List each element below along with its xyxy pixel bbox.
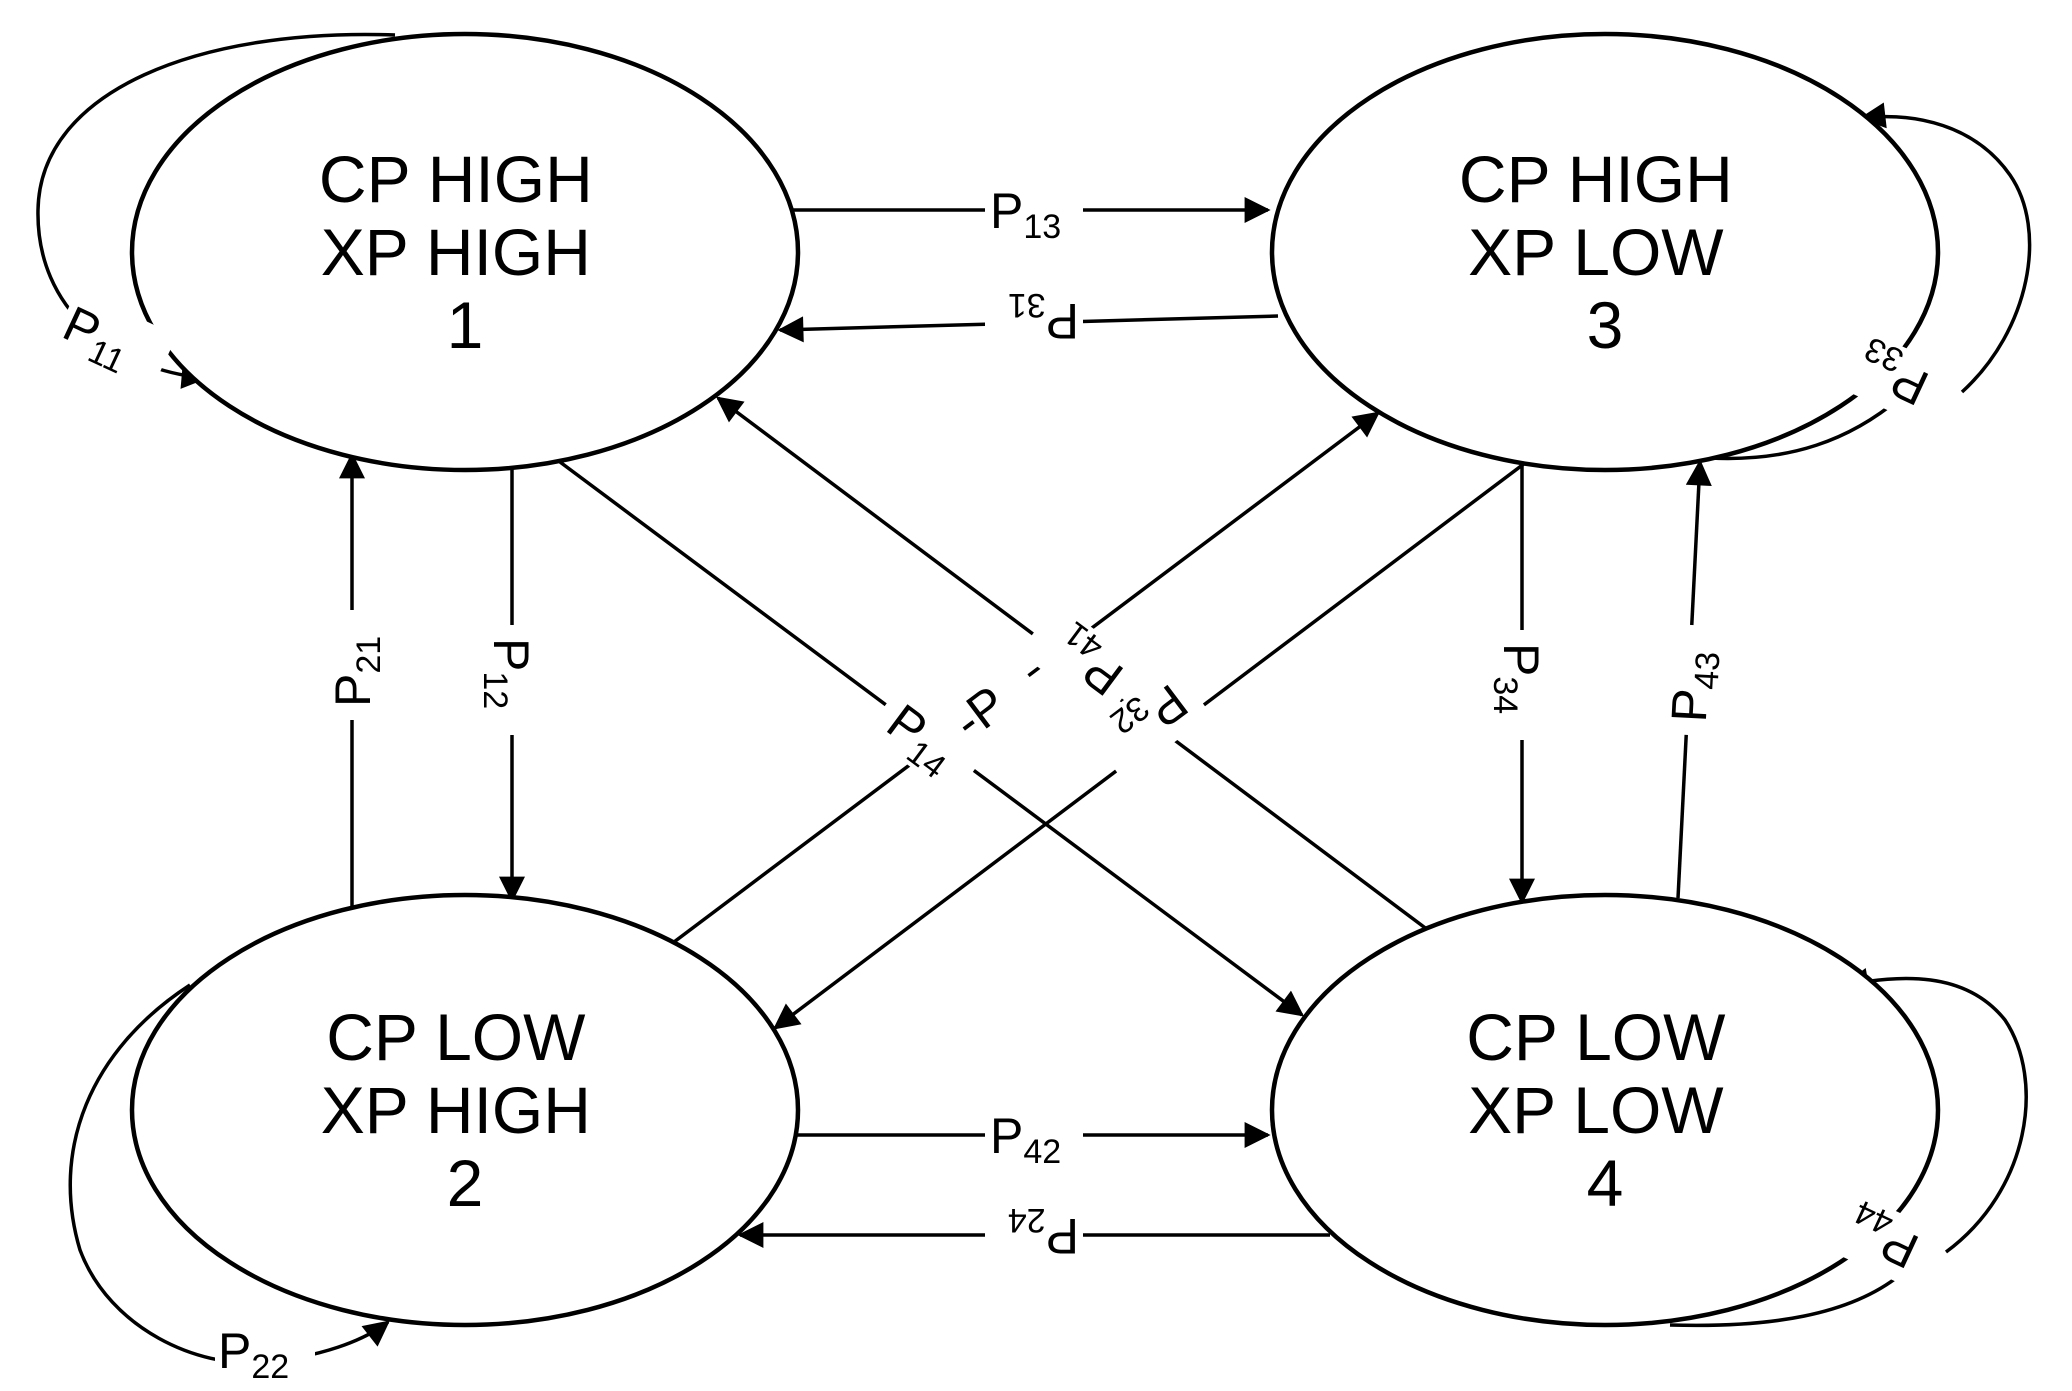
label-p34-main: P xyxy=(1493,643,1549,676)
state-4-line-2: XP LOW xyxy=(1468,1073,1724,1147)
label-p13-sub: 13 xyxy=(1023,208,1061,246)
state-2-line-2: XP HIGH xyxy=(321,1073,591,1147)
label-p34-sub: 34 xyxy=(1486,676,1524,714)
svg-text:P21: P21 xyxy=(325,636,388,707)
svg-text:CP HIGH XP LOW 3: CP HIGH XP LOW 3 xyxy=(1459,142,1751,362)
label-p12-main: P xyxy=(483,638,539,671)
label-p43-main: P xyxy=(1661,687,1719,723)
label-p31: P31 xyxy=(985,286,1083,350)
state-3: CP HIGH XP LOW 3 xyxy=(1269,31,1941,473)
svg-text:P42: P42 xyxy=(990,1108,1061,1171)
svg-text:P31: P31 xyxy=(1008,286,1079,349)
svg-text:P24: P24 xyxy=(1008,1201,1079,1264)
label-p13: P13 xyxy=(985,182,1083,246)
state-1-line-3: 1 xyxy=(447,288,484,362)
state-1-line-2: XP HIGH xyxy=(321,215,591,289)
label-p24: P24 xyxy=(985,1201,1083,1265)
label-p12-sub: 12 xyxy=(476,671,514,709)
svg-text:P13: P13 xyxy=(990,183,1061,246)
label-p42-main: P xyxy=(990,1108,1023,1164)
label-p13-main: P xyxy=(990,183,1023,239)
label-p31-sub: 31 xyxy=(1008,286,1046,324)
label-p32: P32 xyxy=(1084,663,1212,781)
label-p31-main: P xyxy=(1046,293,1079,349)
label-p22-main: P xyxy=(218,1323,251,1379)
state-1: CP HIGH XP HIGH 1 xyxy=(129,31,801,473)
state-3-line-2: XP LOW xyxy=(1468,215,1724,289)
state-3-line-1: CP HIGH xyxy=(1459,142,1733,216)
label-p34: P34 xyxy=(1486,630,1554,740)
svg-text:P22: P22 xyxy=(218,1323,289,1386)
svg-text:P12: P12 xyxy=(476,638,539,709)
state-1-line-1: CP HIGH xyxy=(319,142,593,216)
svg-text:P43: P43 xyxy=(1661,649,1728,723)
state-2-line-3: 2 xyxy=(447,1146,484,1220)
label-p22: P22 xyxy=(215,1323,315,1386)
label-p12: P12 xyxy=(476,625,544,735)
state-4: CP LOW XP LOW 4 xyxy=(1269,892,1941,1328)
svg-text:CP HIGH XP HIGH 1: CP HIGH XP HIGH 1 xyxy=(319,142,611,362)
self-loop-p33 xyxy=(1709,102,2032,461)
svg-text:P34: P34 xyxy=(1486,643,1549,714)
label-p24-sub: 24 xyxy=(1008,1201,1046,1239)
state-3-line-3: 3 xyxy=(1587,288,1624,362)
label-p22-sub: 22 xyxy=(251,1348,289,1386)
label-p24-main: P xyxy=(1046,1208,1079,1264)
label-p43: P43 xyxy=(1655,623,1728,737)
svg-text:CP LOW XP LOW 4: CP LOW XP LOW 4 xyxy=(1466,1000,1744,1220)
label-p42-sub: 42 xyxy=(1023,1133,1061,1171)
state-4-line-1: CP LOW xyxy=(1466,1000,1726,1074)
label-p41: P41 xyxy=(1018,601,1146,719)
svg-text:CP LOW XP HIGH 2: CP LOW XP HIGH 2 xyxy=(321,1000,610,1220)
state-2: CP LOW XP HIGH 2 xyxy=(129,892,801,1328)
self-loop-p22 xyxy=(68,983,391,1365)
label-p21-sub: 21 xyxy=(350,636,388,674)
state-4-line-3: 4 xyxy=(1587,1146,1624,1220)
label-p21: P21 xyxy=(320,610,388,720)
state-2-line-1: CP LOW xyxy=(326,1000,586,1074)
label-p43-sub: 43 xyxy=(1688,651,1728,691)
label-p21-main: P xyxy=(325,674,381,707)
self-loop-p44 xyxy=(1669,968,2028,1328)
label-p42: P42 xyxy=(985,1107,1083,1171)
